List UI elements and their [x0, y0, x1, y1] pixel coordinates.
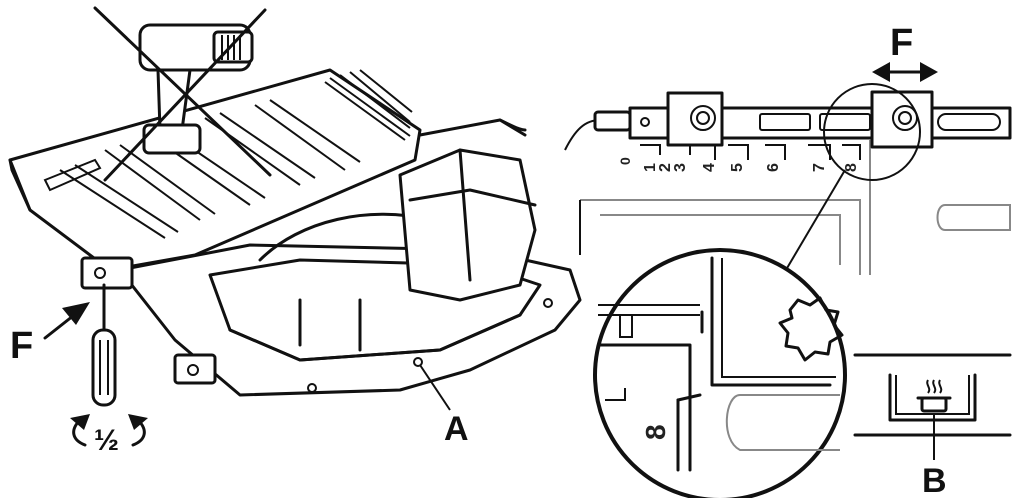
cordless-drill-crossed-icon	[93, 6, 272, 182]
cabinet	[579, 140, 1011, 275]
half-turn-label: ½	[94, 424, 119, 457]
a-label: A	[444, 410, 469, 448]
slider-right	[870, 90, 934, 149]
left-clip-lower	[173, 353, 217, 385]
zoom-connector	[779, 169, 846, 281]
control-strip: B	[853, 353, 1012, 498]
rotation-arrows-icon: ½	[70, 414, 148, 457]
scale-mark-1: 1	[642, 163, 659, 172]
blower-unit	[398, 118, 537, 302]
cooking-pot-steam-icon	[916, 379, 952, 413]
f-label-right: F	[890, 22, 913, 64]
zoom-lens: 8	[593, 248, 847, 498]
zoom-scale-mark-8: 8	[640, 424, 671, 440]
scale-mark-5: 5	[729, 163, 746, 172]
scale-mark-0: 0	[617, 157, 633, 165]
screwdriver-icon	[91, 283, 117, 407]
scale-mark-7: 7	[811, 163, 828, 172]
f-label-left: F	[10, 325, 33, 367]
top-plate	[8, 68, 422, 272]
cable-connector	[593, 110, 632, 132]
f-arrow-left: F	[10, 302, 90, 367]
scale-mark-2: 2	[657, 163, 674, 172]
scale-mark-6: 6	[765, 163, 782, 172]
left-clip-upper	[80, 256, 134, 290]
slider-left	[666, 91, 724, 147]
scale-mark-4: 4	[701, 163, 718, 172]
zoom-source-circle	[823, 83, 921, 181]
left-illustration: ½ F A	[8, 6, 582, 457]
b-label: B	[922, 462, 947, 498]
a-callout: A	[419, 364, 469, 448]
scale-mark-3: 3	[672, 163, 689, 172]
torx-screw-icon	[778, 296, 844, 362]
right-illustration: 0 1 2 3 4 5 6 7 8 F	[564, 22, 1012, 498]
position-scale: 0 1 2 3 4 5 6 7 8	[617, 144, 861, 172]
scale-mark-8: 8	[843, 163, 860, 172]
double-arrow-icon: F	[872, 22, 938, 82]
